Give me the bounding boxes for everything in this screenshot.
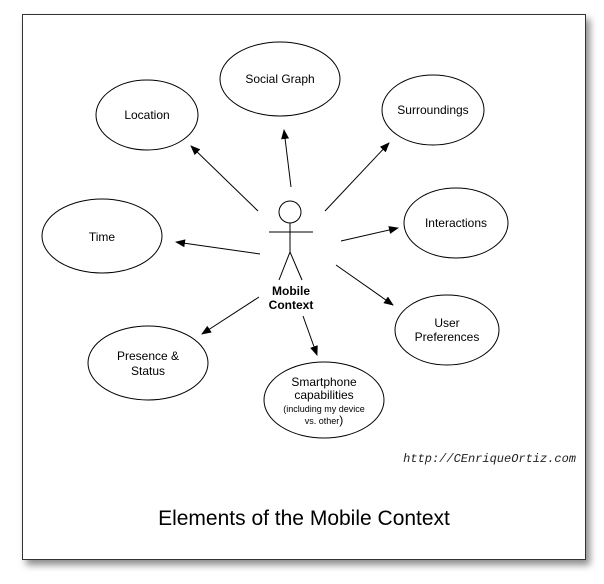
actor-stick-figure [269, 200, 313, 281]
node-time [41, 198, 163, 274]
presence-status-label-line2: Status [131, 364, 165, 378]
arrow-to-user-preferences [335, 264, 394, 306]
social-graph-label: Social Graph [245, 72, 314, 86]
watermark-url: http://CEnriqueOrtiz.com [403, 452, 576, 466]
arrow-to-surroundings [324, 142, 390, 212]
smartphone-label-line4-paren: ) [339, 413, 343, 427]
smartphone-label-line1: Smartphone [291, 375, 357, 389]
smartphone-label-line2: capabilities [294, 388, 353, 402]
arrow-to-presence-status [201, 296, 260, 335]
node-social-graph [219, 41, 341, 117]
actor-label-line1: Mobile [272, 284, 310, 298]
location-label: Location [124, 108, 169, 122]
node-interactions [403, 187, 509, 259]
node-surroundings [381, 74, 485, 146]
user-preferences-label-line2: Preferences [415, 330, 480, 344]
node-location [95, 79, 199, 151]
smartphone-label-line3: (including my device [283, 404, 365, 414]
diagram-caption: Elements of the Mobile Context [158, 507, 450, 530]
actor-label-line2: Context [269, 298, 314, 312]
interactions-label: Interactions [425, 216, 487, 230]
smartphone-label-line4-text: vs. other [305, 416, 340, 426]
association-arrows [175, 129, 399, 356]
smartphone-label-line4: vs. other) [305, 413, 344, 427]
arrow-to-smartphone [302, 315, 318, 356]
presence-status-label-line1: Presence & [117, 349, 179, 363]
node-smartphone [263, 361, 385, 439]
time-label: Time [89, 230, 116, 244]
surroundings-label: Surroundings [397, 103, 468, 117]
arrow-to-social-graph [281, 129, 292, 188]
arrow-to-interactions [340, 226, 399, 242]
node-presence-status [87, 325, 209, 401]
arrow-to-location [190, 145, 259, 212]
arrow-to-time [175, 239, 261, 255]
node-user-preferences [394, 294, 500, 366]
user-preferences-label-line1: User [434, 316, 459, 330]
